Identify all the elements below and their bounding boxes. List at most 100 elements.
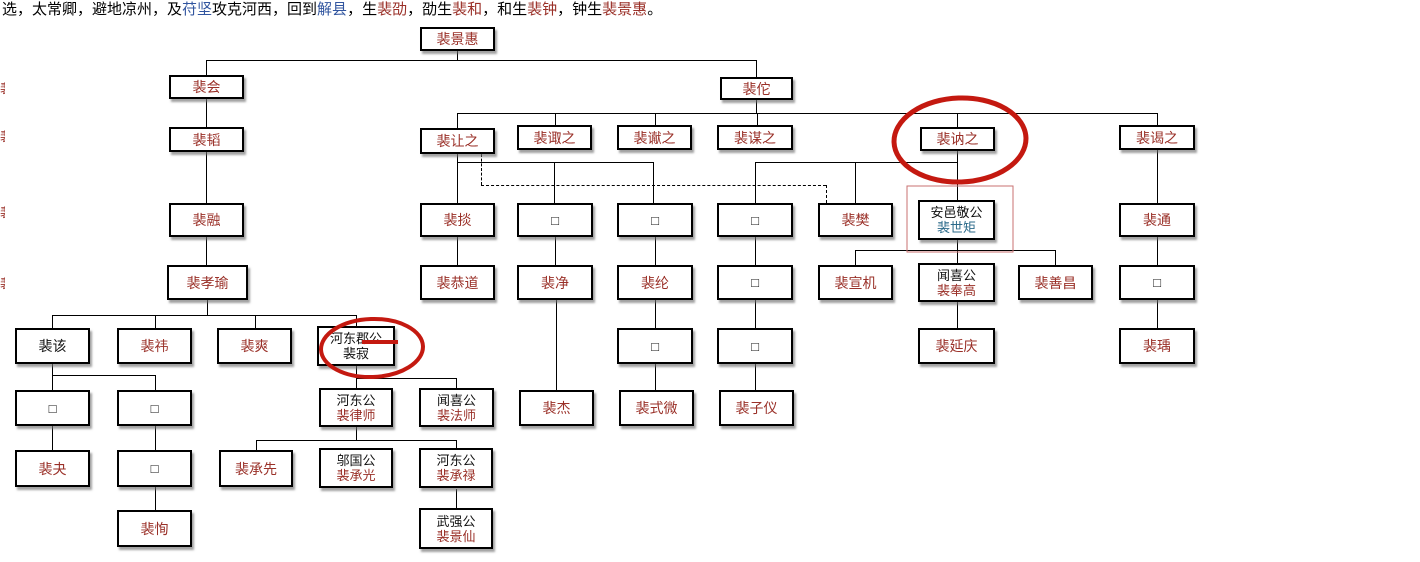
person-name-link[interactable]: 裴讷之 — [936, 131, 979, 147]
person-label: 河东公 — [436, 453, 476, 468]
tree-edge — [756, 60, 757, 77]
person-name-link[interactable]: 裴律师 — [336, 407, 376, 423]
person-name-link[interactable]: 裴会 — [192, 79, 221, 95]
tree-edge-dashed — [481, 185, 826, 186]
person-name-link[interactable]: 裴宣机 — [834, 274, 877, 291]
tree-edge — [555, 113, 556, 125]
person-name-link[interactable]: 裴纶 — [641, 274, 669, 291]
tree-node-pei-gongdao: 裴恭道 — [420, 265, 495, 300]
tree-edge — [957, 302, 958, 328]
tree-edge-dashed — [481, 154, 482, 185]
person-label: □ — [150, 400, 159, 416]
person-label: □ — [551, 212, 559, 228]
tree-edge — [456, 378, 457, 388]
tree-node-box-d4: □ — [717, 203, 793, 237]
tree-edge — [957, 113, 958, 127]
tree-node-box-f2: □ — [717, 328, 793, 364]
tree-edge — [206, 60, 757, 61]
tree-edge — [855, 250, 856, 265]
person-name-link[interactable]: 裴谳之 — [633, 129, 676, 146]
tree-edge — [457, 113, 458, 128]
tree-node-box-d3: □ — [617, 203, 693, 237]
tree-node-pei-chengguang: 邬国公裴承光 — [319, 448, 393, 488]
person-name-link[interactable]: 裴善昌 — [1034, 274, 1077, 291]
tree-node-pei-yu: 裴瑀 — [1119, 328, 1195, 364]
person-name-link[interactable]: 裴承禄 — [436, 468, 476, 483]
tree-edge — [1157, 113, 1158, 125]
intro-text: ，劭生 — [407, 1, 453, 18]
person-name-link[interactable]: 裴景仙 — [436, 528, 476, 544]
tree-edge — [855, 250, 1055, 251]
tree-edge — [755, 162, 756, 203]
tree-node-pei-jing: 裴净 — [517, 265, 593, 300]
person-label: 邬国公 — [336, 453, 376, 468]
person-name-link[interactable]: 裴恂 — [140, 520, 169, 537]
tree-edge — [52, 375, 155, 376]
person-name-link[interactable]: 裴式微 — [635, 400, 678, 416]
tree-node-pei-shuang: 裴爽 — [217, 328, 292, 364]
person-name-link[interactable]: 裴樊 — [841, 212, 870, 228]
intro-link[interactable]: 苻坚 — [182, 1, 213, 18]
tree-node-pei-fan: 裴樊 — [818, 203, 893, 237]
tree-edge — [52, 315, 53, 328]
person-name-link[interactable]: 裴掞 — [443, 212, 472, 228]
person-name-link[interactable]: 裴法师 — [436, 407, 476, 423]
person-name-link[interactable]: 裴延庆 — [935, 338, 978, 354]
tree-edge-dashed — [826, 185, 827, 203]
tree-edge — [655, 113, 656, 125]
tree-node-pei-gai: 裴该 — [15, 328, 90, 364]
tree-edge — [207, 300, 208, 315]
tree-edge — [755, 237, 756, 265]
person-name-link[interactable]: 裴景惠 — [436, 31, 479, 47]
person-label: 武强公 — [436, 513, 476, 529]
tree-edge — [356, 315, 357, 326]
person-name-link[interactable]: 裴子仪 — [735, 400, 778, 416]
person-label: 裴该 — [38, 338, 67, 354]
person-label: □ — [651, 338, 659, 354]
person-name-link[interactable]: 裴融 — [192, 212, 221, 228]
tree-edge — [206, 237, 207, 265]
person-name-link[interactable]: 裴诹之 — [533, 129, 576, 146]
tree-edge — [356, 378, 456, 379]
tree-edge — [457, 162, 458, 203]
tree-node-pei-shiju: 安邑敬公裴世矩 — [918, 200, 995, 240]
person-name-link[interactable]: 裴谒之 — [1136, 129, 1178, 146]
person-name-link[interactable]: 裴承光 — [336, 468, 376, 483]
person-label: 河东公 — [336, 392, 376, 408]
person-name-link[interactable]: 裴恭道 — [436, 274, 479, 291]
clipped-node-fragment: 裴 — [0, 277, 5, 291]
person-name-link[interactable]: 裴承先 — [235, 460, 277, 477]
person-name-link[interactable]: 裴世矩 — [936, 220, 976, 235]
tree-edge — [256, 440, 456, 441]
person-label: 裴寂 — [342, 346, 369, 361]
person-name-link[interactable]: 裴通 — [1143, 212, 1171, 228]
person-name-link[interactable]: 裴韬 — [192, 131, 221, 148]
tree-edge — [755, 300, 756, 328]
person-label: 闻喜公 — [936, 267, 976, 283]
person-name-link[interactable]: 裴爽 — [240, 338, 269, 354]
person-name-link[interactable]: 裴夬 — [38, 460, 67, 477]
tree-edge — [456, 489, 457, 508]
tree-node-pei-rong: 裴融 — [169, 203, 244, 237]
person-name-link[interactable]: 裴佗 — [742, 80, 771, 97]
person-name-link[interactable]: 裴让之 — [436, 133, 479, 149]
person-label: □ — [1153, 275, 1161, 290]
intro-text: 攻克河西，回到 — [212, 1, 318, 18]
person-name-link[interactable]: 裴祎 — [140, 338, 169, 354]
tree-node-pei-mouzhi: 裴谋之 — [717, 125, 793, 150]
tree-edge — [52, 426, 53, 450]
intro-text: ，生 — [347, 1, 378, 18]
person-name-link[interactable]: 裴瑀 — [1143, 338, 1171, 354]
person-name-link[interactable]: 裴谋之 — [734, 129, 776, 146]
intro-link[interactable]: 解县 — [317, 1, 348, 18]
tree-edge — [1055, 250, 1056, 265]
person-name-link[interactable]: 裴孝瑜 — [186, 274, 229, 291]
tree-edge — [52, 315, 356, 316]
tree-node-box-g1: □ — [15, 390, 90, 426]
person-name-link[interactable]: 裴奉高 — [936, 282, 976, 298]
person-name-link[interactable]: 裴杰 — [542, 400, 571, 416]
tree-edge — [655, 237, 656, 265]
tree-edge — [457, 113, 1157, 114]
person-name-link[interactable]: 裴净 — [541, 274, 569, 291]
